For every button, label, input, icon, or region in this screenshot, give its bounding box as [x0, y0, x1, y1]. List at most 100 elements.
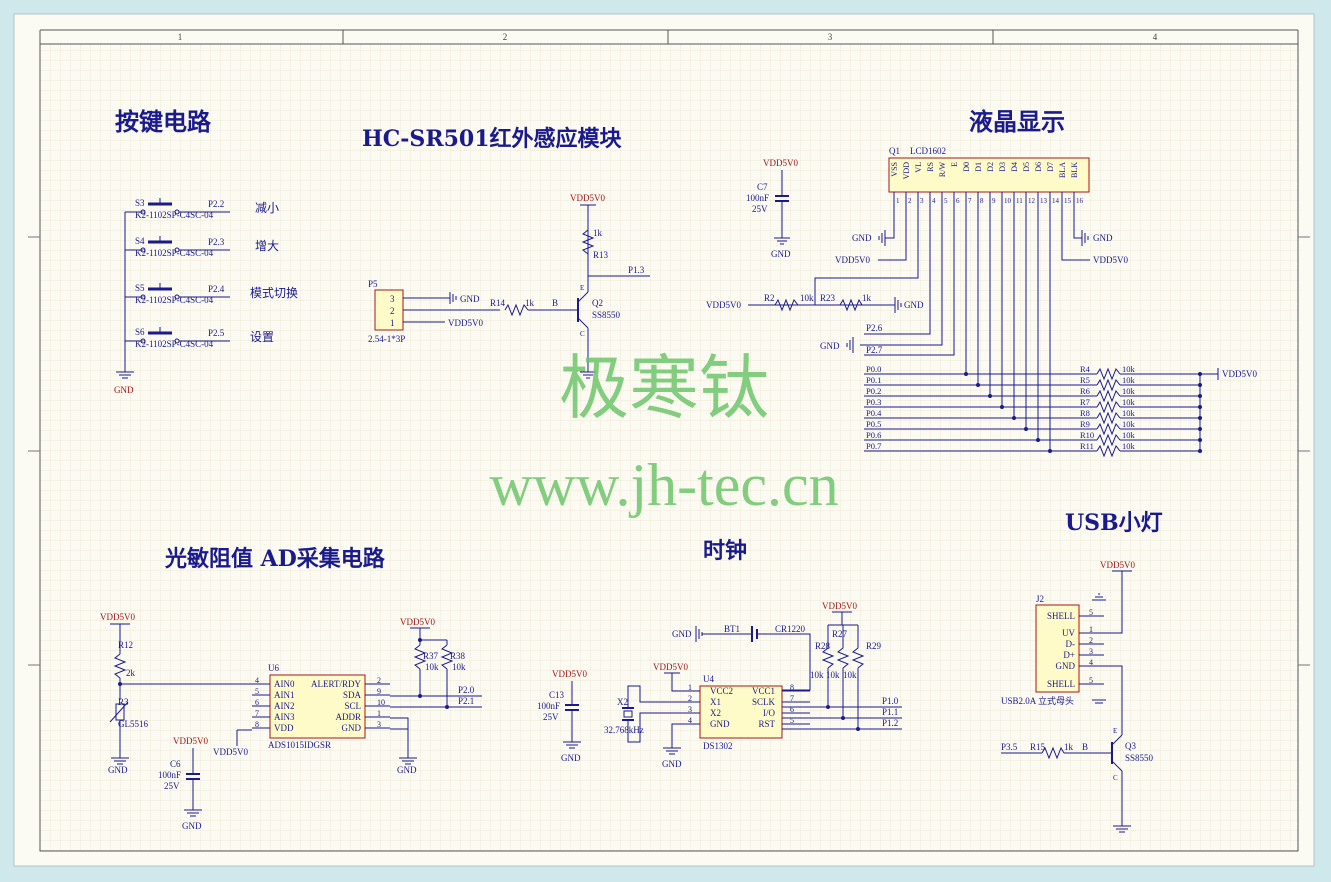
r2-vdd: VDD5V0 [706, 300, 741, 310]
q2-pin-e: E [580, 284, 584, 292]
j2-ref: J2 [1036, 594, 1044, 604]
q2-pin-c: C [580, 330, 585, 338]
s5-net: P2.4 [208, 284, 225, 294]
j2-pin-num: 4 [1089, 658, 1093, 667]
lcd-pin-number: 1 [896, 197, 900, 205]
lcd-pin-name: D4 [1010, 162, 1019, 172]
pullup-val: 10k [1122, 386, 1136, 396]
j2-pin-name: D- [1066, 639, 1076, 649]
s5-desc: 模式切换 [250, 286, 298, 300]
u6-right-pin-name: GND [342, 723, 362, 733]
lcd-data-net: P0.1 [866, 375, 881, 385]
p5-pin3: 3 [390, 294, 395, 304]
c13-gnd: GND [561, 753, 581, 763]
u6-ref: U6 [268, 663, 279, 673]
watermark-url: www.jh-tec.cn [489, 452, 838, 518]
r27-ref: R27 [832, 629, 848, 639]
title-pir: HC-SR501红外感应模块 [362, 126, 623, 152]
lcd-pin-name: BLK [1070, 162, 1079, 178]
r2-val: 10k [800, 293, 814, 303]
clock-net-p10: P1.0 [882, 696, 899, 706]
u4-right-pin-name: SCLK [752, 697, 776, 707]
c13-ref: C13 [549, 690, 565, 700]
c7-vdd: VDD5V0 [763, 158, 798, 168]
r37-vdd: VDD5V0 [400, 617, 435, 627]
title-adc: 光敏阻值 AD采集电路 [164, 546, 386, 572]
lcd-gnd-right: GND [1093, 233, 1113, 243]
u6-left-pin-num: 4 [255, 676, 259, 685]
pir-gnd-label: GND [460, 294, 480, 304]
lcd-circuit: VDD5V0 C7 100nF 25V GND Q1 LCD1602 VSS1V… [706, 146, 1257, 458]
lcd-bus-junction [988, 394, 992, 398]
c7-ref: C7 [757, 182, 768, 192]
lcd-pin-name: D0 [962, 162, 971, 172]
u6-right-pin-name: ALERT/RDY [311, 679, 361, 689]
j2-pin-name: UV [1062, 628, 1075, 638]
zone-label-4: 4 [1153, 32, 1158, 42]
u6-left-pin-num: 5 [255, 687, 259, 696]
q3-pin-c: C [1113, 774, 1118, 782]
r14-ref: R14 [490, 298, 506, 308]
pullup-val: 10k [1122, 364, 1136, 374]
lcd-pins: VSS1VDD2VL3RS4R/W5E6D07D18D29D310D411D51… [890, 162, 1084, 205]
title-keys: 按键电路 [115, 107, 212, 136]
u4-ref: U4 [703, 674, 714, 684]
keys-gnd-label: GND [114, 385, 134, 395]
lcd-data-net: P0.5 [866, 419, 881, 429]
u4-right-pin-name: I/O [763, 708, 775, 718]
pullup-resistor [1096, 433, 1121, 447]
lcd-pin-name: D7 [1046, 162, 1055, 172]
bt1-part: CR1220 [775, 624, 806, 634]
lcd-pin-name: D1 [974, 162, 983, 172]
u4-left-pin-name: X1 [710, 697, 721, 707]
c7-val: 100nF [746, 193, 769, 203]
u4-left-pin-num: 2 [688, 694, 692, 703]
lcd-data-net: P0.2 [866, 386, 881, 396]
u4-gnd: GND [662, 759, 682, 769]
u6-left-pin-num: 7 [255, 709, 259, 718]
r29-ref: R29 [866, 641, 882, 651]
p5-part: 2.54-1*3P [368, 334, 405, 344]
ds1302-symbol [699, 685, 783, 739]
u4-right-pin-num: 8 [790, 683, 794, 692]
bt1-ref: BT1 [724, 624, 740, 634]
r23-ref: R23 [820, 293, 836, 303]
clock-circuit: VDD5V0 C13 100nF 25V GND GND BT1 CR1220 … [537, 601, 902, 769]
lcd-pin-name: VL [914, 162, 923, 173]
c6-val: 100nF [158, 770, 181, 780]
lcd-pin-number: 10 [1004, 197, 1012, 205]
u6-right-pin-num: 2 [377, 676, 381, 685]
pullup-resistor [1096, 367, 1121, 381]
title-clock: 时钟 [703, 538, 747, 564]
clock-net-p12: P1.2 [882, 718, 898, 728]
r3-ref: R3 [118, 697, 129, 707]
j2-pin-num: 1 [1089, 625, 1093, 634]
j2-pin-name: GND [1056, 661, 1076, 671]
u6-left-pin-name: AIN1 [274, 690, 295, 700]
r15-ref: R15 [1030, 742, 1046, 752]
usb-connector-j2 [1035, 604, 1080, 693]
pullup-resistor [1096, 411, 1121, 425]
j2-pin-name: D+ [1063, 650, 1075, 660]
pullup-ref: R6 [1080, 386, 1090, 396]
r23-val: 1k [862, 293, 872, 303]
u4-right-pin-num: 7 [790, 694, 794, 703]
lcd-pin-number: 4 [932, 197, 936, 205]
r14-val: 1k [525, 298, 535, 308]
r13-resistor [581, 229, 595, 255]
lcd-bus-junction [976, 383, 980, 387]
lcd-pin-number: 9 [992, 197, 996, 205]
lcd-bus-junction [1000, 405, 1004, 409]
c6-vdd: VDD5V0 [173, 736, 208, 746]
u4-right-pin-name: RST [758, 719, 775, 729]
lcd-pin-number: 8 [980, 197, 984, 205]
lcd-bus-junction [1048, 449, 1052, 453]
r37-ref: R37 [423, 651, 439, 661]
pullup-val: 10k [1122, 441, 1136, 451]
u4-left-pin-name: VCC2 [710, 686, 733, 696]
lcd-pin-name: VDD [902, 162, 911, 180]
title-usb: USB小灯 [1065, 510, 1163, 536]
u4-vdd: VDD5V0 [653, 662, 688, 672]
